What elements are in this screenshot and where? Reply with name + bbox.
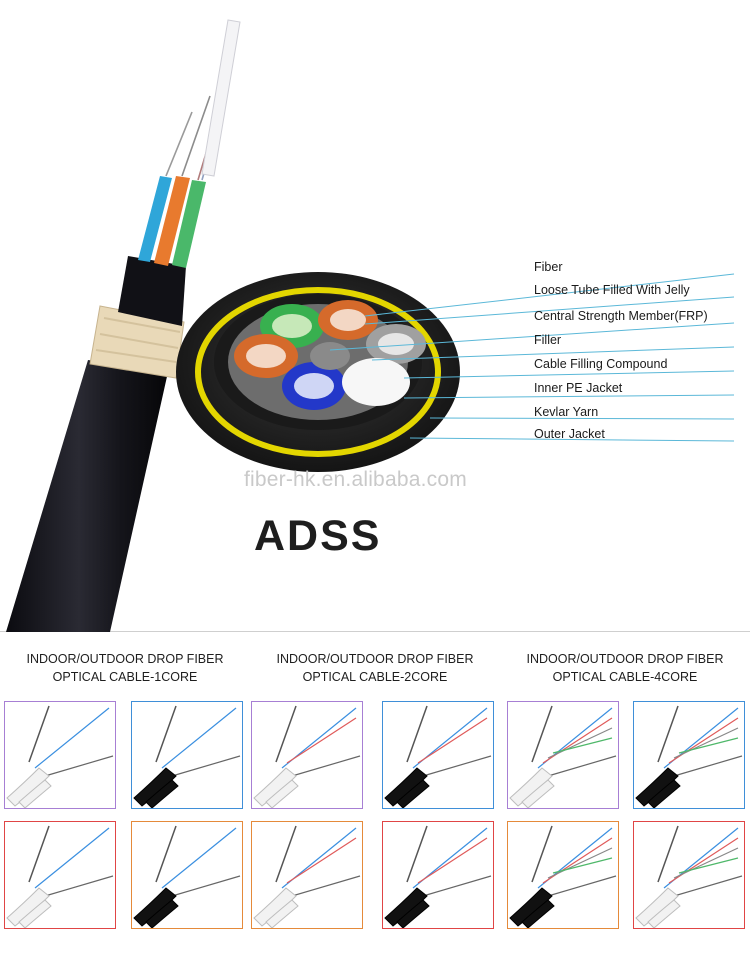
label-cable-filling-compound: Cable Filling Compound — [534, 357, 668, 371]
adss-cable-illustration — [6, 19, 735, 632]
drop-cable-photo-tile — [4, 701, 116, 809]
label-filler: Filler — [534, 333, 562, 347]
drop-cable-photo-tile — [131, 821, 243, 929]
drop-cable-photo-tile — [382, 821, 494, 929]
loose-tube-green — [172, 180, 206, 268]
drop-cable-photo-tile — [251, 701, 363, 809]
product-title: ADSS — [254, 512, 382, 560]
drop-cable-photo-tile — [4, 821, 116, 929]
variant-group-heading-4core: INDOOR/OUTDOOR DROP FIBER OPTICAL CABLE-… — [500, 650, 750, 686]
drop-cable-photo-tile — [633, 821, 745, 929]
group-heading-line2: OPTICAL CABLE-2CORE — [302, 670, 448, 684]
loose-tube-blue — [138, 176, 172, 262]
cable-inner-sheath — [118, 256, 186, 326]
loose-tube-orange — [154, 176, 190, 266]
cable-outer-jacket — [6, 360, 168, 632]
group-heading-line2: OPTICAL CABLE-1CORE — [52, 670, 198, 684]
label-outer-jacket: Outer Jacket — [534, 427, 605, 441]
drop-cable-photo-tile — [507, 821, 619, 929]
hero-section: Fiber Loose Tube Filled With Jelly Centr… — [0, 19, 750, 632]
variant-group-heading-2core: INDOOR/OUTDOOR DROP FIBER OPTICAL CABLE-… — [250, 650, 500, 686]
label-kevlar-yarn: Kevlar Yarn — [534, 405, 599, 419]
drop-cable-photo-tile — [131, 701, 243, 809]
label-fiber: Fiber — [534, 260, 563, 274]
drop-cable-photo-tile — [382, 701, 494, 809]
variant-group-heading-1core: INDOOR/OUTDOOR DROP FIBER OPTICAL CABLE-… — [0, 650, 250, 686]
label-inner-pe-jacket: Inner PE Jacket — [534, 381, 623, 395]
label-central-strength-member: Central Strength Member(FRP) — [534, 309, 708, 323]
group-heading-line1: INDOOR/OUTDOOR DROP FIBER — [26, 652, 224, 666]
cable-cross-section — [176, 272, 460, 472]
group-heading-line1: INDOOR/OUTDOOR DROP FIBER — [276, 652, 474, 666]
leader-lines — [329, 273, 735, 442]
drop-cable-photo-tile — [507, 701, 619, 809]
group-heading-line2: OPTICAL CABLE-4CORE — [552, 670, 698, 684]
drop-cable-photo-tile — [251, 821, 363, 929]
group-heading-line1: INDOOR/OUTDOOR DROP FIBER — [526, 652, 724, 666]
watermark-text: fiber-hk.en.alibaba.com — [244, 468, 467, 491]
variants-section: INDOOR/OUTDOOR DROP FIBER OPTICAL CABLE-… — [0, 640, 750, 954]
drop-cable-photo-tile — [633, 701, 745, 809]
central-strength-member — [201, 19, 241, 177]
label-loose-tube: Loose Tube Filled With Jelly — [534, 283, 690, 297]
